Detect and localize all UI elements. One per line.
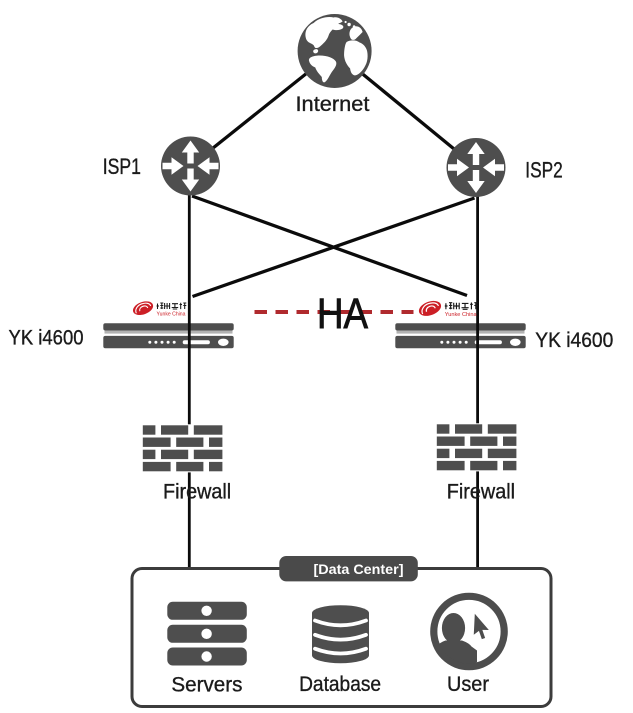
svg-text:HA: HA: [317, 290, 368, 338]
svg-text:Database: Database: [299, 673, 381, 696]
svg-text:ISP1: ISP1: [103, 154, 141, 179]
svg-text:YK i4600: YK i4600: [9, 327, 84, 350]
svg-text:Firewall: Firewall: [163, 481, 231, 504]
svg-text:Internet: Internet: [296, 93, 370, 116]
svg-text:[Data Center]: [Data Center]: [314, 561, 404, 577]
svg-text:Firewall: Firewall: [447, 481, 515, 504]
svg-text:Servers: Servers: [171, 673, 242, 696]
svg-text:ISP2: ISP2: [525, 158, 563, 183]
svg-text:YK i4600: YK i4600: [535, 329, 613, 352]
svg-text:User: User: [447, 673, 489, 696]
